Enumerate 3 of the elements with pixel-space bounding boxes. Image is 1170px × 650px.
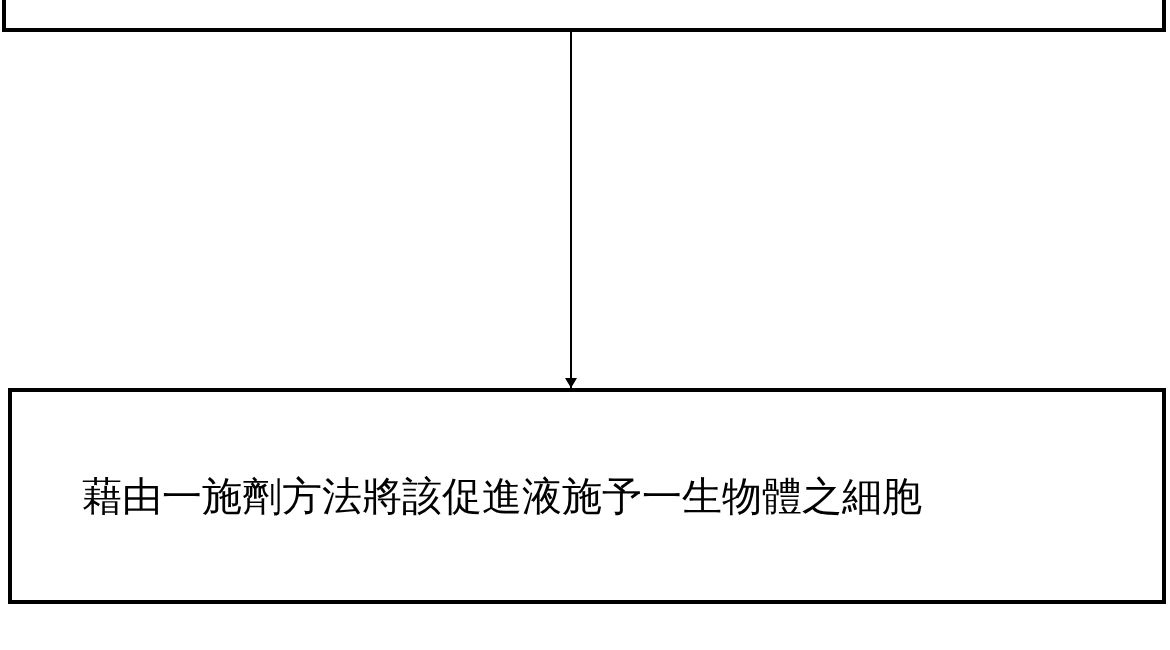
process-box bbox=[8, 388, 1166, 604]
step-text: 藉由一施劑方法將該促進液施予一生物體之細胞 bbox=[82, 473, 922, 520]
arrow bbox=[565, 31, 577, 389]
